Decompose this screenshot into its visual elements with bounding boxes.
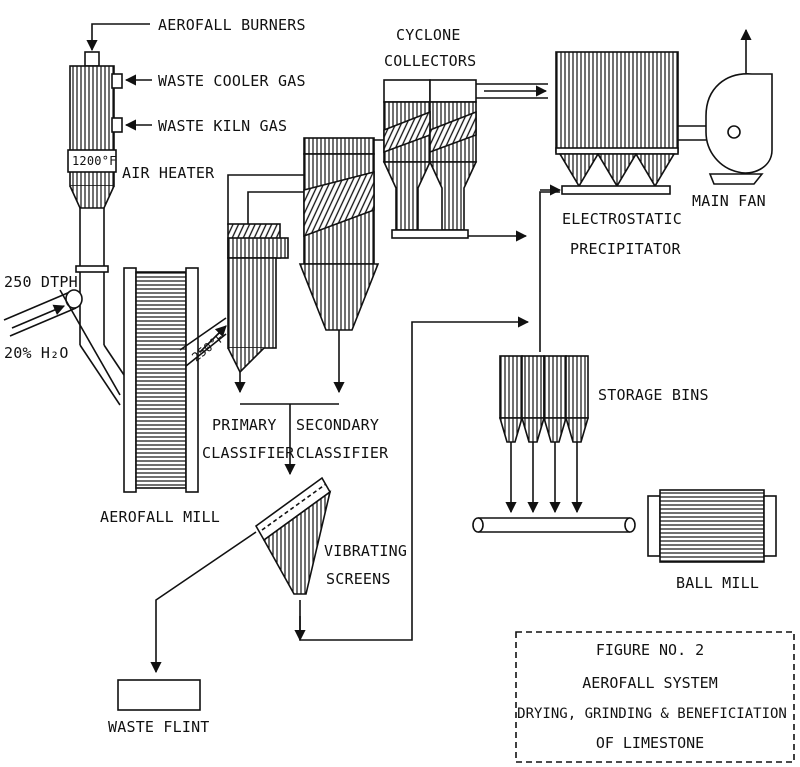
precipitator-to-fan-duct (678, 125, 706, 141)
air-heater (67, 51, 123, 345)
primary-classifier (227, 174, 313, 394)
main-fan (705, 28, 773, 185)
electrostatic-precipitator (555, 51, 679, 195)
vibrating-screens (254, 476, 332, 595)
aerofall-mill (123, 267, 199, 493)
primary-classifier-label-line2: CLASSIFIER (202, 444, 295, 462)
waste-flint-label: WASTE FLINT (108, 718, 210, 736)
secondary-classifier-label-line2: CLASSIFIER (296, 444, 389, 462)
classifier-to-screen-line (240, 403, 339, 476)
electrostatic-precipitator-label-line2: PRECIPITATOR (570, 240, 682, 258)
moisture-label: 20% H₂O (4, 344, 69, 362)
figure-subtitle-line2: OF LIMESTONE (596, 734, 704, 752)
aerofall-burners-arrow (86, 23, 150, 52)
precipitator-product-line (539, 184, 562, 352)
waste-kiln-gas-label: WASTE KILN GAS (158, 117, 287, 135)
air-heater-label: AIR HEATER (122, 164, 215, 182)
cyclone-collectors (382, 79, 478, 239)
secondary-classifier-label-line1: SECONDARY (296, 416, 379, 434)
vibrating-screens-label-line2: SCREENS (326, 570, 391, 588)
ball-mill-label: BALL MILL (676, 574, 759, 592)
main-fan-label: MAIN FAN (692, 192, 766, 210)
storage-bins-label: STORAGE BINS (598, 386, 709, 404)
fines-to-storage-line (294, 316, 530, 642)
aerofall-burners-label: AEROFALL BURNERS (158, 16, 306, 34)
ball-mill-feed-conveyor (472, 517, 636, 533)
electrostatic-precipitator-label-line1: ELECTROSTATIC (562, 210, 682, 228)
secondary-classifier (298, 137, 380, 394)
figure-title: AEROFALL SYSTEM (582, 674, 717, 692)
mill-outlet-duct (179, 317, 227, 367)
oversize-to-waste-line (150, 531, 257, 674)
cyclone-collectors-label-line2: COLLECTORS (384, 52, 476, 70)
figure-subtitle-line1: DRYING, GRINDING & BENEFICIATION (517, 706, 787, 722)
feed-conveyor (3, 289, 83, 337)
waste-cooler-gas-label: WASTE COOLER GAS (158, 72, 306, 90)
temp-1200-label: 1200°F (72, 154, 117, 168)
figure-caption-frame (515, 631, 795, 763)
storage-bins (498, 355, 590, 514)
primary-classifier-label-line1: PRIMARY (212, 416, 277, 434)
cyclone-collectors-label-line1: CYCLONE (396, 26, 461, 44)
figure-number: FIGURE NO. 2 (596, 641, 704, 659)
mill-inlet-duct (59, 289, 125, 406)
waste-flint-bin (117, 679, 201, 711)
aerofall-mill-label: AEROFALL MILL (100, 508, 220, 526)
feed-rate-label: 250 DTPH (4, 273, 78, 291)
cyclone-to-precipitator-duct (476, 83, 548, 99)
ball-mill (647, 489, 777, 563)
vibrating-screens-label-line1: VIBRATING (324, 542, 407, 560)
